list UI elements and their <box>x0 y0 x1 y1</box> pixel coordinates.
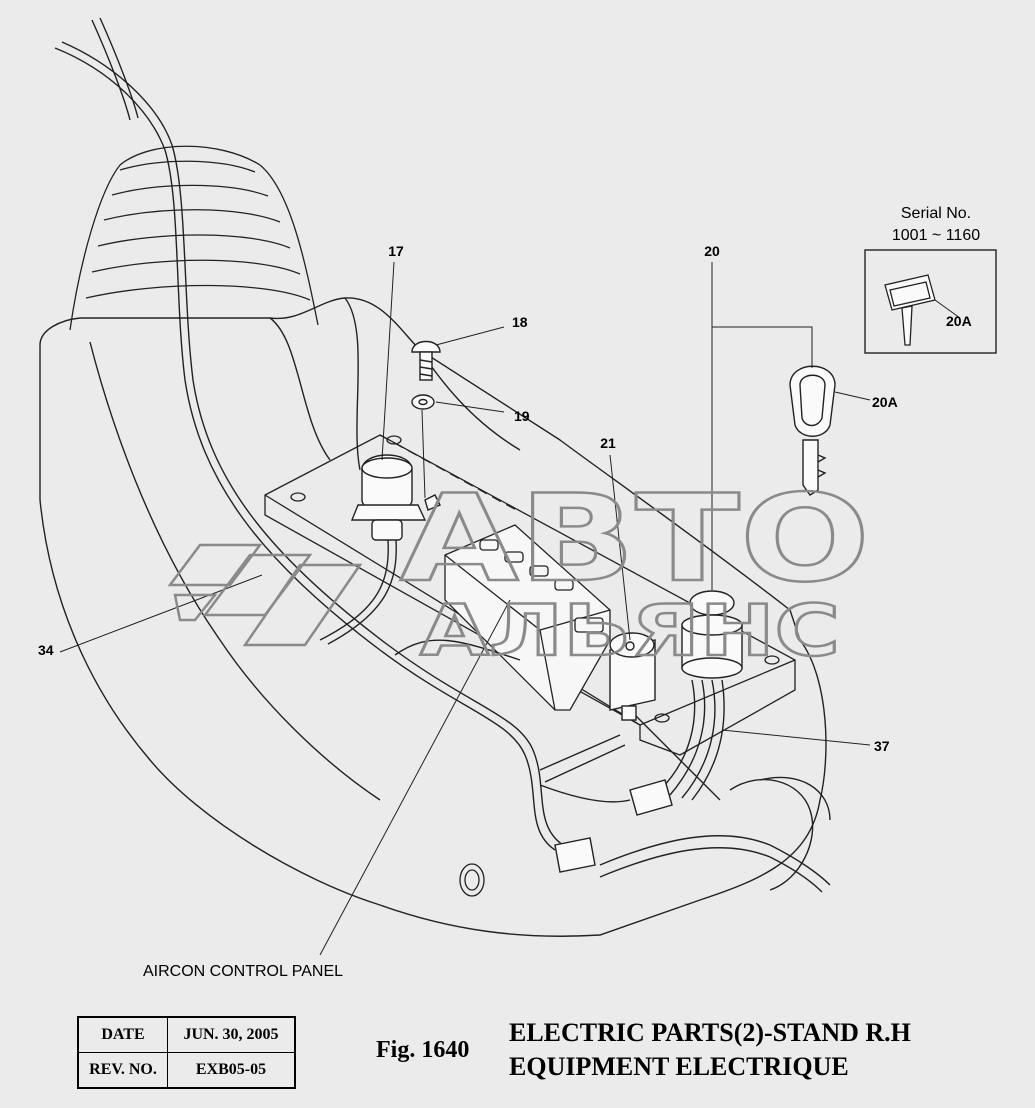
callout-20a: 20A <box>872 394 898 410</box>
callout-19: 19 <box>514 408 530 424</box>
aircon-panel-label: AIRCON CONTROL PANEL <box>143 963 343 980</box>
revision-table: DATE JUN. 30, 2005 REV. NO. EXB05-05 <box>77 1016 296 1089</box>
rev-row: REV. NO. EXB05-05 <box>77 1052 296 1089</box>
serial-range: 1001 ~ 1160 <box>892 227 980 244</box>
watermark: ABTO AЛЬЯНС <box>167 469 871 673</box>
date-value: JUN. 30, 2005 <box>167 1016 296 1053</box>
callout-37: 37 <box>874 738 890 754</box>
serial-inset-frame <box>864 249 997 354</box>
part-20-starter-switch <box>681 590 743 679</box>
serial-inset: Serial No. 1001 ~ 1160 20A <box>864 205 997 354</box>
callout-20a-inset: 20A <box>946 313 972 329</box>
aircon-control-panel <box>444 524 611 711</box>
date-label: DATE <box>77 1016 168 1053</box>
callout-17: 17 <box>388 243 404 259</box>
callout-21: 21 <box>600 435 616 451</box>
part-18-bolt <box>411 340 441 381</box>
harness-connectors <box>554 779 673 873</box>
part-20a-key <box>789 365 836 496</box>
callout-18: 18 <box>512 314 528 330</box>
joystick-boot <box>69 145 319 331</box>
callout-20: 20 <box>704 243 720 259</box>
rev-label: REV. NO. <box>77 1052 168 1089</box>
figure-number: Fig. 1640 <box>376 1037 470 1063</box>
callout-34: 34 <box>38 642 54 658</box>
watermark-line2: AЛЬЯНС <box>420 590 840 672</box>
inset-key-icon <box>884 274 936 346</box>
part-21-switch <box>609 632 656 721</box>
serial-label: Serial No. <box>901 205 971 222</box>
part-19-washer <box>411 394 435 410</box>
wire-harness <box>54 17 831 893</box>
figure-title-line2: EQUIPMENT ELECTRIQUE <box>509 1052 849 1081</box>
leader-lines <box>59 261 961 956</box>
figure-title-line1: ELECTRIC PARTS(2)-STAND R.H <box>509 1018 911 1047</box>
figure-title: ELECTRIC PARTS(2)-STAND R.H EQUIPMENT EL… <box>509 1016 911 1084</box>
part-17-lighter <box>350 454 441 541</box>
rev-value: EXB05-05 <box>167 1052 296 1089</box>
watermark-logo <box>167 543 363 647</box>
watermark-line1: ABTO <box>400 470 870 609</box>
date-row: DATE JUN. 30, 2005 <box>77 1016 296 1053</box>
